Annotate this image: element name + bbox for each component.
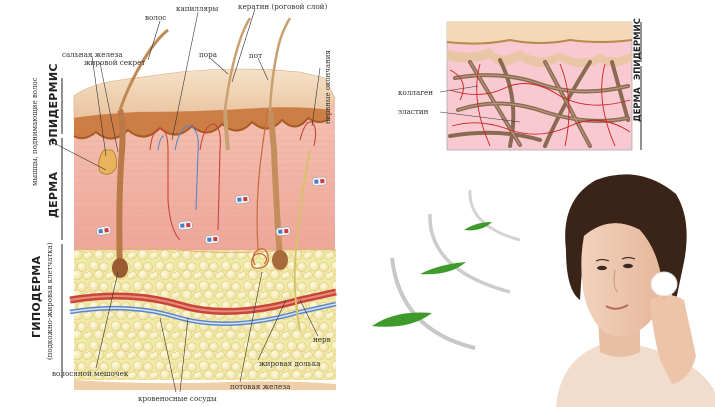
- tube-stubs: [96, 176, 327, 244]
- label-sebaceous-gland: сальная железа: [62, 50, 123, 59]
- label-nerve: нерв: [313, 335, 331, 344]
- label-hair: волос: [145, 13, 167, 22]
- hair-bulb: [112, 258, 128, 278]
- label-capillaries: капилляры: [176, 4, 219, 13]
- hair-shaft: [118, 28, 169, 111]
- elastin-fibers: [449, 63, 631, 147]
- layer-label-dermis: ДЕРМА: [47, 171, 60, 218]
- label-elastin: эластин: [398, 107, 429, 116]
- label-keratin: кератин (роговой слой): [238, 2, 328, 11]
- inset-dermis-diagram: [439, 21, 642, 151]
- woman-photo: [556, 174, 715, 407]
- leaf-icon: [464, 222, 492, 231]
- label-pore: пора: [199, 50, 218, 59]
- label-nerve-endings: нервные окончания: [324, 50, 332, 124]
- label-hypodermis-sub: (подкожно-жировая клетчатка): [46, 242, 54, 360]
- leaf-icon: [372, 312, 432, 327]
- inset-layer-label-dermis: ДЕРМА: [633, 87, 643, 122]
- label-hair-muscle: мышцы, поднимающие волос: [31, 77, 39, 186]
- cotton-pad: [650, 271, 678, 297]
- label-collagen: коллаген: [398, 88, 434, 97]
- label-blood-vessels: кровеносные сосуды: [138, 394, 217, 403]
- label-fatty-secretion: жировой секрет: [84, 58, 146, 67]
- leader-lines: [47, 8, 321, 393]
- label-sweat-gland: потовая железа: [230, 382, 291, 391]
- label-hair-follicle: волосяной мешочек: [52, 369, 129, 378]
- sweat-gland-coil: [251, 109, 269, 269]
- nerve-fiber: [293, 149, 311, 331]
- label-fat-lobule: жировая долька: [259, 359, 321, 368]
- layer-label-epidermis: ЭПИДЕРМИС: [47, 63, 60, 146]
- inset-layer-label-epidermis: ЭПИДЕРМИС: [633, 18, 643, 80]
- epidermis-basal-layer: [74, 107, 330, 139]
- capillary-loops: [149, 121, 317, 241]
- face: [581, 223, 663, 337]
- hand: [650, 295, 696, 384]
- skin-cross-section: [69, 17, 337, 390]
- leaf-icon: [420, 262, 466, 275]
- decorative-swooshes: [372, 189, 521, 350]
- layer-label-hypodermis: ГИПОДЕРМА: [30, 255, 43, 338]
- sebaceous-gland-shape: [98, 149, 117, 175]
- label-sweat: пот: [249, 51, 263, 60]
